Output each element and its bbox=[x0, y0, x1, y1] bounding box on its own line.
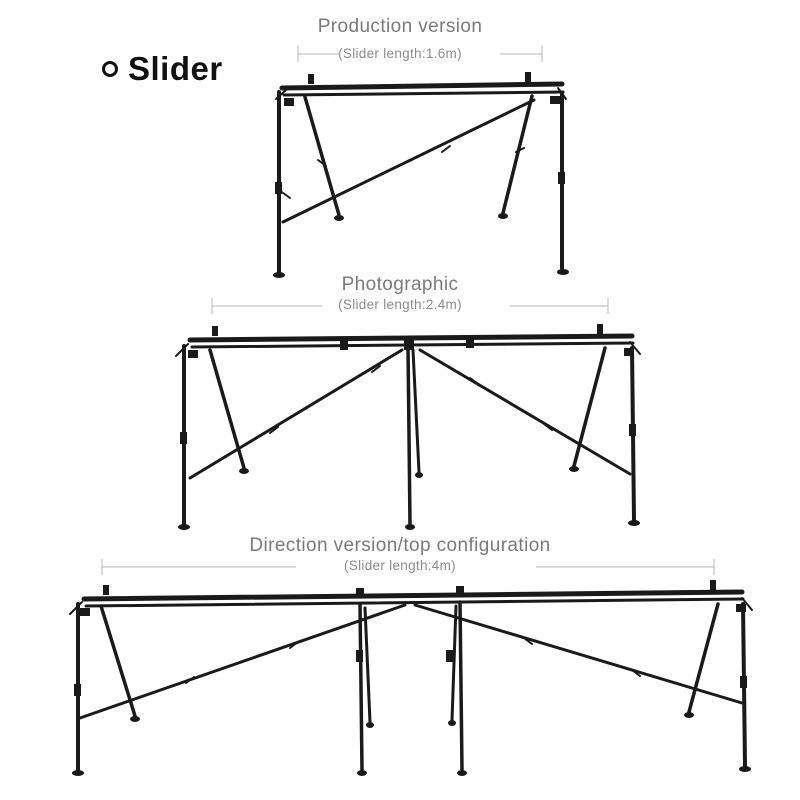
rig-production-parts bbox=[273, 72, 569, 278]
section-3-heading: Direction version/top configuration bbox=[249, 535, 551, 556]
rig-photographic-parts bbox=[178, 324, 640, 530]
dimension-lines bbox=[101, 46, 715, 575]
rig-photographic bbox=[175, 333, 641, 526]
section-1-length: (Slider length:1.6m) bbox=[338, 46, 462, 61]
rig-production bbox=[275, 81, 567, 274]
title-text: Slider bbox=[128, 50, 223, 87]
section-1-heading: Production version bbox=[317, 16, 483, 37]
section-2-heading: Photographic bbox=[341, 274, 459, 295]
rig-direction-parts bbox=[72, 580, 751, 776]
circle-bullet-icon bbox=[102, 61, 118, 77]
section-2-length: (Slider length:2.4m) bbox=[338, 297, 462, 312]
section-3-length: (Slider length:4m) bbox=[344, 558, 456, 573]
page-title: Slider bbox=[102, 48, 223, 90]
rig-direction bbox=[69, 589, 753, 772]
